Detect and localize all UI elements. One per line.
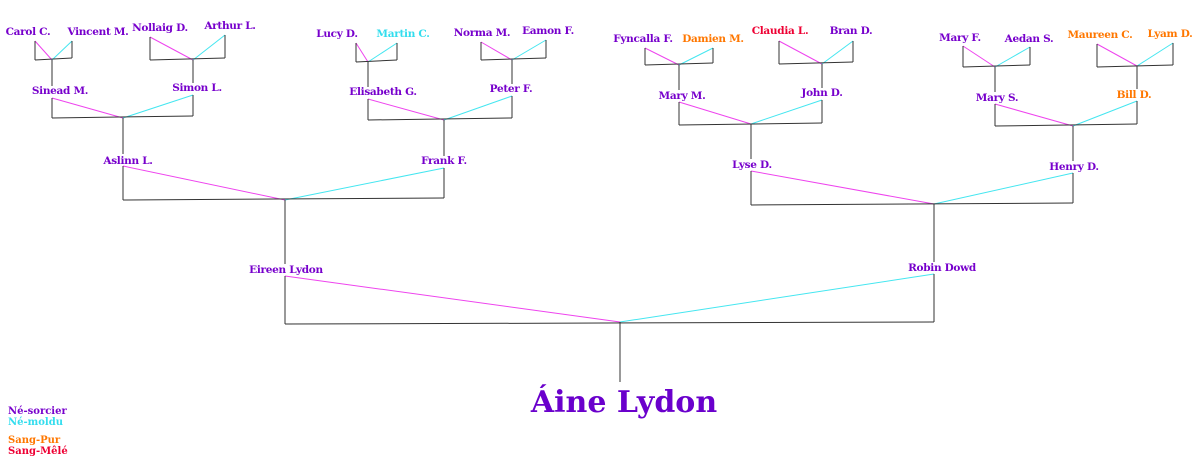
person-name-carol: Carol C.	[6, 26, 51, 38]
mother-link-line	[750, 170, 935, 205]
person-name-bran: Bran D.	[830, 25, 873, 37]
father-link-line	[122, 94, 194, 119]
person-name-damien: Damien M.	[682, 33, 744, 45]
person-name-sinead: Sinead M.	[32, 85, 88, 97]
bracket-base-line	[355, 59, 398, 63]
father-link-line	[443, 95, 513, 121]
person-name-martin: Martin C.	[376, 28, 429, 40]
father-link-line	[1136, 42, 1174, 67]
mother-link-line	[994, 103, 1074, 127]
bracket-base-line	[51, 115, 194, 119]
person-name-robin: Robin Dowd	[908, 262, 977, 274]
person-name-eamon: Eamon F.	[522, 25, 574, 37]
legend-sang-pur: Sang-Pur	[8, 435, 61, 446]
father-link-line	[284, 167, 445, 201]
mother-link-line	[149, 36, 194, 61]
father-link-line	[511, 39, 547, 61]
mother-link-line	[778, 40, 823, 65]
father-link-line	[750, 99, 823, 125]
mother-link-line	[51, 97, 124, 119]
person-name-simon: Simon L.	[172, 82, 222, 94]
father-link-line	[994, 46, 1031, 68]
father-link-line	[1072, 100, 1138, 127]
person-name-claudia: Claudia L.	[752, 25, 809, 37]
mother-link-line	[480, 41, 513, 61]
person-name-lyse: Lyse D.	[732, 159, 772, 171]
person-name-peter: Peter F.	[490, 83, 533, 95]
person-name-bill: Bill D.	[1117, 89, 1152, 101]
bracket-base-line	[34, 57, 73, 61]
person-name-norma: Norma M.	[454, 27, 511, 39]
person-name-john: John D.	[800, 87, 842, 99]
person-name-arthur: Arthur L.	[203, 20, 255, 32]
bracket-base-line	[122, 197, 445, 201]
bracket-base-line	[962, 64, 1031, 68]
legend-ne-moldu: Né-moldu	[8, 417, 63, 428]
mother-link-line	[284, 275, 621, 323]
mother-link-line	[678, 101, 752, 125]
person-name-lucy: Lucy D.	[316, 28, 357, 40]
person-name-maryf: Mary F.	[939, 32, 981, 44]
father-link-line	[821, 40, 854, 65]
father-link-line	[678, 47, 714, 66]
mother-link-line	[367, 98, 445, 121]
legend-ne-sorcier: Né-sorcier	[8, 406, 67, 417]
person-name-marys: Mary S.	[976, 92, 1018, 104]
root-person-name: Áine Lydon	[530, 384, 717, 420]
bracket-base-line	[284, 321, 935, 325]
mother-link-line	[644, 47, 680, 66]
mother-link-line	[355, 42, 369, 63]
person-name-lyam: Lyam D.	[1148, 28, 1193, 40]
legend-sang-mele: Sang-Mêlé	[8, 446, 68, 457]
bracket-base-line	[149, 57, 226, 61]
person-name-marym: Mary M.	[659, 90, 706, 102]
person-name-henry: Henry D.	[1049, 161, 1099, 173]
mother-link-line	[962, 45, 996, 68]
bracket-base-line	[480, 57, 547, 61]
person-name-eireen: Eireen Lydon	[249, 264, 323, 276]
mother-link-line	[122, 165, 286, 201]
bracket-base-line	[1096, 64, 1174, 68]
person-name-elisabeth: Elisabeth G.	[349, 86, 417, 98]
bracket-base-line	[644, 62, 714, 66]
father-link-line	[192, 34, 226, 61]
bracket-base-line	[367, 117, 513, 121]
bracket-base-line	[750, 202, 1074, 206]
father-link-line	[51, 40, 73, 61]
person-name-maureen: Maureen C.	[1067, 29, 1132, 41]
mother-link-line	[1096, 43, 1138, 67]
status-legend: Né-sorcier Né-moldu Sang-Pur Sang-Mêlé	[8, 406, 68, 457]
father-link-line	[367, 42, 398, 63]
person-name-aslinn: Aslinn L.	[102, 155, 152, 167]
person-name-fyncalla: Fyncalla F.	[613, 33, 673, 45]
person-name-aedan: Aedan S.	[1004, 33, 1054, 45]
person-name-frank: Frank F.	[421, 155, 467, 167]
father-link-line	[933, 172, 1074, 205]
mother-link-line	[34, 40, 53, 61]
father-link-line	[619, 273, 935, 323]
person-name-nollaig: Nollaig D.	[132, 22, 188, 34]
bracket-base-line	[994, 123, 1138, 127]
person-name-vincent: Vincent M.	[66, 26, 128, 38]
bracket-base-line	[778, 61, 854, 65]
